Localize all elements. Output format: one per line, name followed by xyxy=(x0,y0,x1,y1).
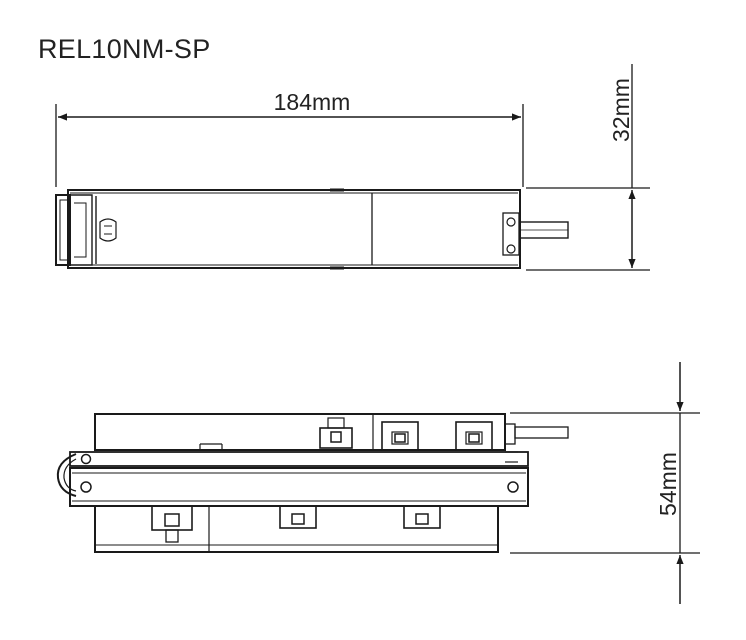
top-view-body xyxy=(55,188,569,270)
height-dimension: 32mm xyxy=(526,64,650,271)
upper-terminals xyxy=(319,417,493,451)
product-title: REL10NM-SP xyxy=(38,34,211,64)
depth-dimension: 54mm xyxy=(510,362,700,604)
length-label: 184mm xyxy=(274,89,351,115)
top-view: 184mm xyxy=(55,64,650,271)
side-view: 54mm xyxy=(56,362,700,604)
depth-label: 54mm xyxy=(655,452,681,516)
lower-terminals xyxy=(151,505,441,543)
height-label: 32mm xyxy=(608,78,634,142)
length-dimension: 184mm xyxy=(55,89,524,187)
